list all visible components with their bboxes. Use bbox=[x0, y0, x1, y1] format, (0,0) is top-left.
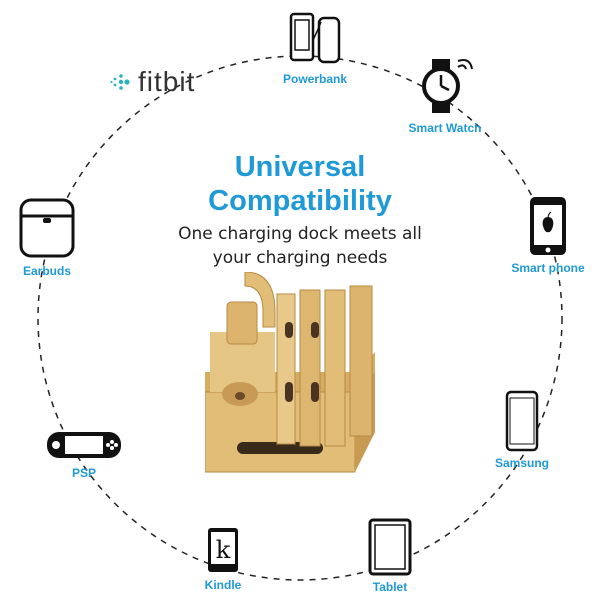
device-label-powerbank: Powerbank bbox=[282, 72, 348, 86]
device-label-samsung: Samsung bbox=[494, 456, 549, 470]
fitbit-wordmark: fitbit bbox=[138, 66, 196, 97]
device-smart-phone: Smart phone bbox=[503, 195, 593, 275]
headline-line1: Universal bbox=[234, 151, 366, 183]
samsung-phone-icon bbox=[505, 390, 539, 452]
earbuds-case-icon bbox=[19, 198, 75, 258]
subtitle-line1: One charging dock meets all bbox=[178, 224, 422, 244]
bamboo-dock-illustration bbox=[205, 272, 375, 473]
device-smart-watch: Smart Watch bbox=[395, 55, 495, 135]
fitbit-dots-icon bbox=[110, 74, 130, 90]
device-label-psp: PSP bbox=[71, 466, 96, 480]
device-label-earbuds: Earbuds bbox=[22, 264, 71, 278]
device-samsung: Samsung bbox=[482, 390, 562, 470]
smart-phone-icon bbox=[530, 197, 566, 255]
device-powerbank: Powerbank bbox=[270, 10, 360, 86]
smart-watch-icon bbox=[422, 59, 473, 113]
subtitle-line2: your charging needs bbox=[212, 248, 388, 268]
tablet-icon bbox=[368, 518, 412, 576]
device-label-kindle: Kindle bbox=[204, 578, 242, 592]
device-label-tablet: Tablet bbox=[372, 580, 408, 594]
device-label-smart-watch: Smart Watch bbox=[408, 121, 482, 135]
device-kindle: k Kindle bbox=[188, 526, 258, 592]
device-label-smart-phone: Smart phone bbox=[511, 261, 585, 275]
headline-line2: Compatibility bbox=[208, 185, 392, 217]
device-psp: PSP bbox=[42, 428, 126, 480]
device-tablet: Tablet bbox=[355, 518, 425, 594]
powerbank-icon bbox=[289, 12, 341, 64]
kindle-icon: k bbox=[208, 528, 238, 572]
fitbit-logo: fitbit bbox=[110, 66, 195, 98]
svg-text:k: k bbox=[216, 536, 231, 564]
psp-icon bbox=[47, 432, 121, 458]
device-earbuds: Earbuds bbox=[12, 196, 82, 278]
